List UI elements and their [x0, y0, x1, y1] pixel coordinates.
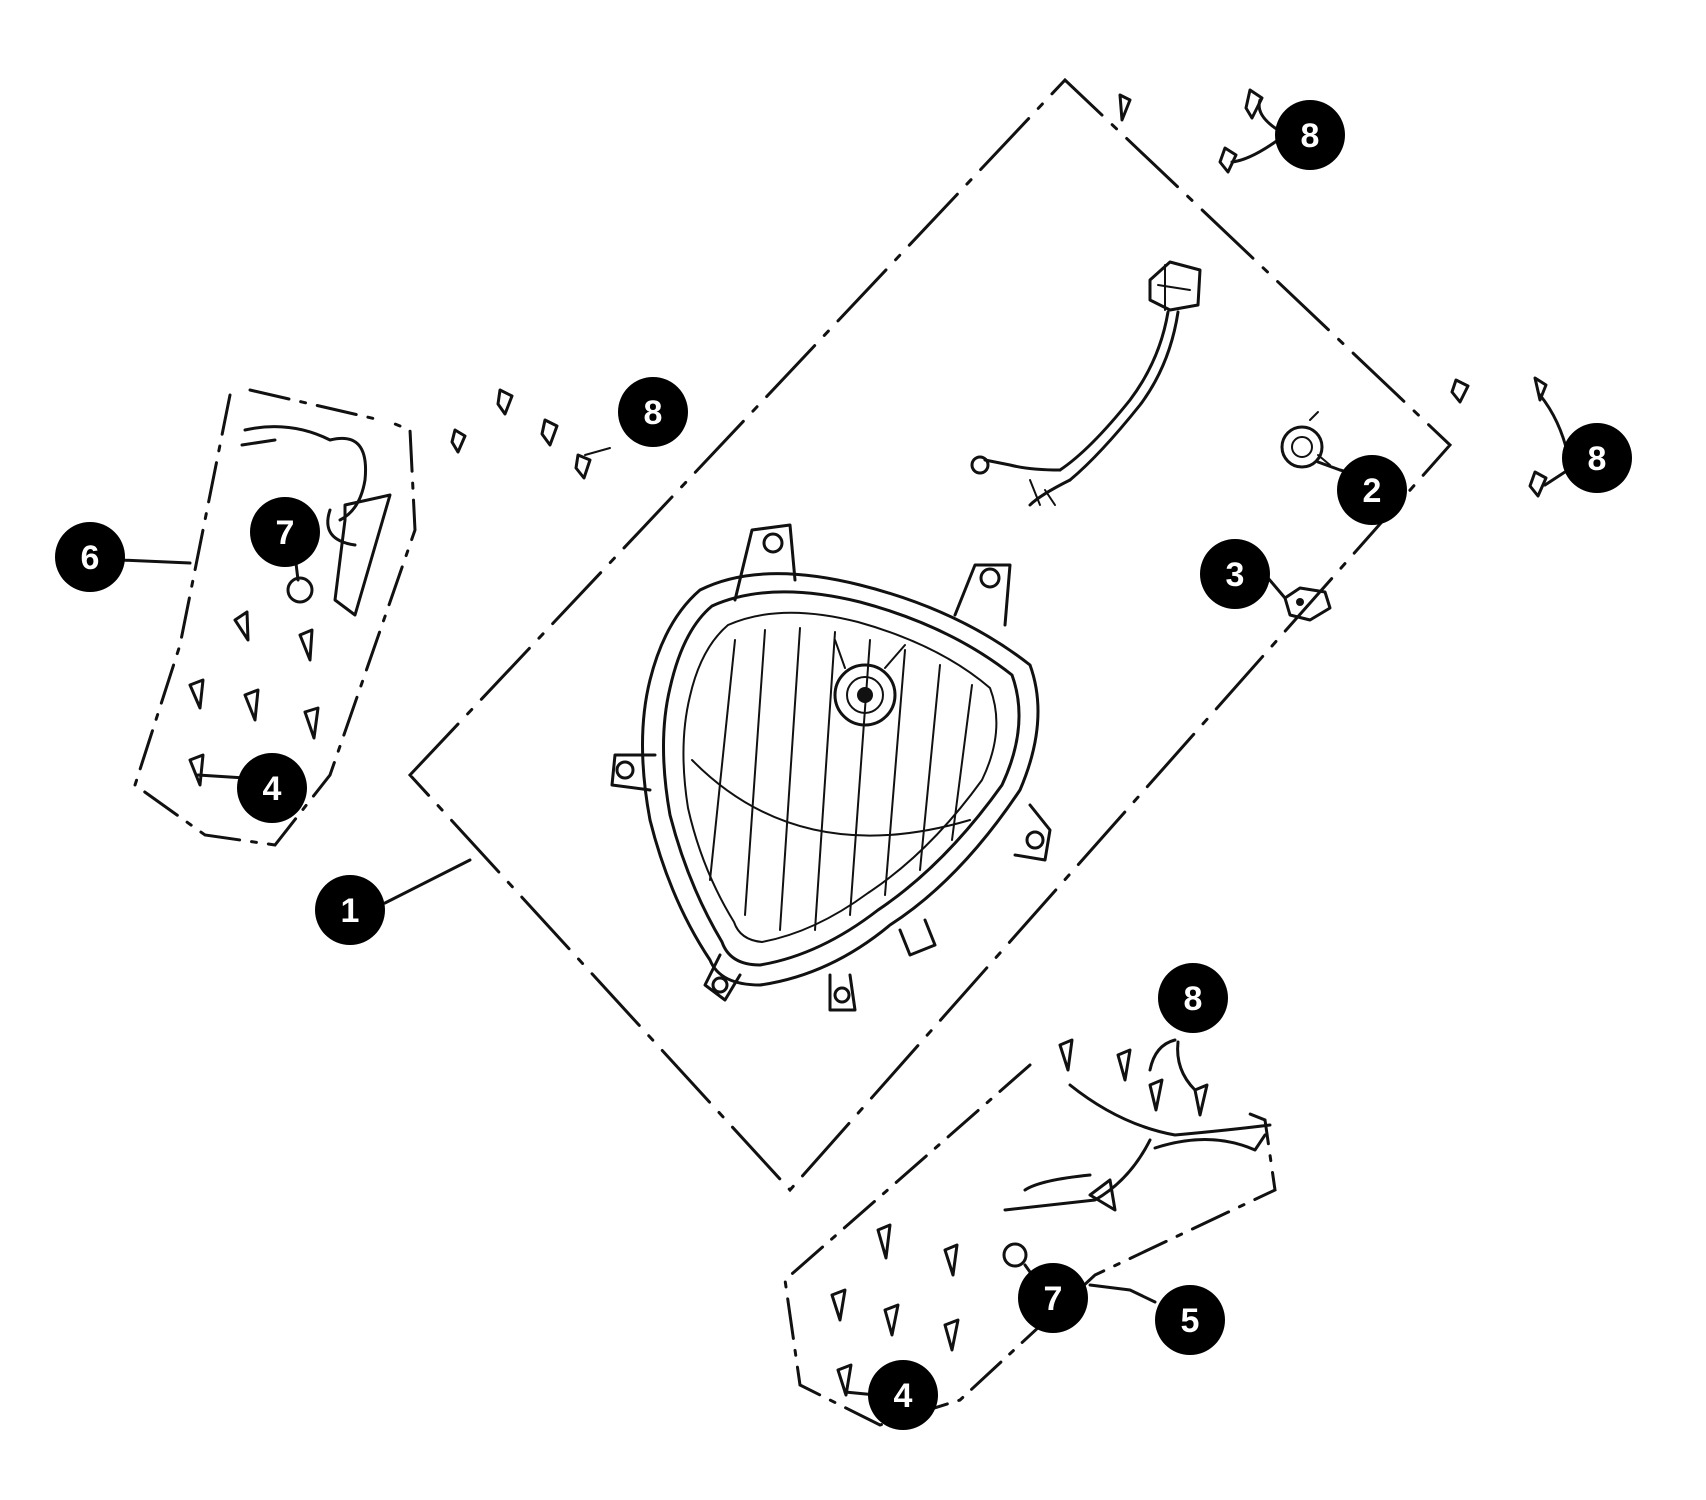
callout-2: 2 — [1337, 455, 1407, 525]
callout-label: 2 — [1363, 472, 1382, 510]
wire-harness-icon — [970, 260, 1202, 507]
callout-label: 7 — [276, 514, 295, 552]
callout-4-right: 4 — [868, 1360, 938, 1430]
callout-label: 8 — [1184, 980, 1203, 1018]
bulb-icon — [1283, 586, 1332, 622]
callout-label: 8 — [644, 394, 663, 432]
left-turn-signal-assembly — [133, 388, 611, 847]
lens-ribs — [691, 627, 973, 931]
callout-label: 8 — [1588, 440, 1607, 478]
headlight-assembly — [610, 523, 1052, 1012]
callout-3: 3 — [1200, 539, 1270, 609]
callout-label: 5 — [1181, 1302, 1200, 1340]
bulb-socket-icon — [1280, 411, 1331, 469]
mounting-tabs — [610, 523, 1052, 1012]
callout-7-right: 7 — [1018, 1263, 1088, 1333]
callout-label: 8 — [1301, 117, 1320, 155]
callout-7-left: 7 — [250, 497, 320, 567]
assembly-boundary — [407, 77, 1453, 1193]
callout-label: 4 — [263, 770, 282, 808]
callout-label: 4 — [894, 1377, 913, 1415]
callout-label: 3 — [1226, 556, 1245, 594]
callout-label: 1 — [341, 892, 360, 930]
screws-top-right — [1118, 88, 1548, 498]
callout-4-left: 4 — [237, 753, 307, 823]
callout-label: 7 — [1044, 1280, 1063, 1318]
callout-label: 6 — [81, 539, 100, 577]
callout-8-right: 8 — [1562, 423, 1632, 493]
callout-6: 6 — [55, 522, 125, 592]
callout-8-center-left: 8 — [618, 377, 688, 447]
callout-5: 5 — [1155, 1285, 1225, 1355]
headlight-bulb-center-icon — [833, 639, 906, 727]
leader-lines — [118, 98, 1570, 1397]
callout-8-bottom: 8 — [1158, 963, 1228, 1033]
callout-1: 1 — [315, 875, 385, 945]
right-turn-signal-assembly — [783, 1038, 1277, 1427]
callout-8-top-right: 8 — [1275, 100, 1345, 170]
